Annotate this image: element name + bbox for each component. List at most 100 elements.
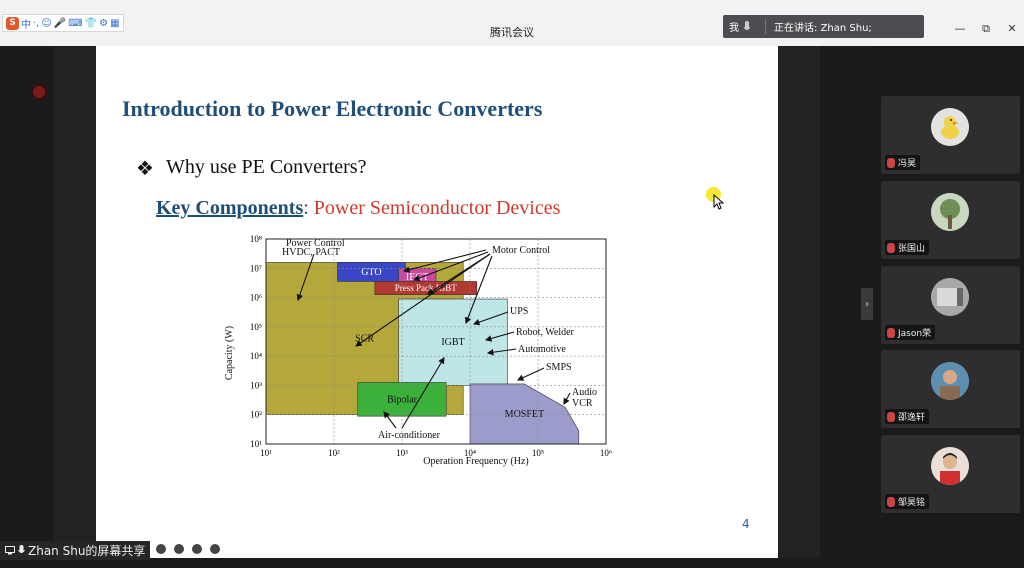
x-tick-label: 10¹ — [260, 448, 272, 458]
participant-tile[interactable]: 张国山 — [881, 181, 1020, 259]
subtitle-colon: : — [303, 197, 309, 219]
divider — [765, 19, 766, 34]
x-tick-label: 10⁵ — [532, 448, 544, 458]
region-label-press-pack-igbt: Press Pack IGBT — [395, 283, 457, 293]
ime-keyboard-icon[interactable]: ⌨ — [68, 17, 83, 29]
avatar — [931, 193, 969, 231]
screen-share-indicator[interactable]: Zhan Shu的屏幕共享 — [0, 541, 151, 560]
ime-grid-icon[interactable]: ▦ — [110, 17, 120, 29]
region-igbt — [398, 298, 508, 386]
x-tick-label: 10² — [328, 448, 340, 458]
toolbar-button-icon[interactable] — [174, 544, 184, 554]
participant-name-text: 冯昊 — [898, 159, 917, 169]
x-tick-label: 10⁶ — [600, 448, 612, 458]
collapse-panel-button[interactable]: › — [861, 288, 873, 320]
mic-muted-icon — [887, 411, 895, 422]
window-controls: — ⧉ ✕ — [954, 22, 1018, 36]
slide-bullet: ❖ Why use PE Converters? — [136, 156, 366, 181]
avatar — [931, 362, 969, 400]
annot-audio: Audio — [572, 387, 597, 398]
participant-tile[interactable]: 邹昊铭 — [881, 435, 1020, 513]
mic-muted-icon — [887, 496, 895, 507]
share-toolbar — [156, 544, 220, 554]
mic-muted-icon — [887, 327, 895, 338]
y-tick-label: 10⁸ — [250, 234, 262, 244]
minimize-button[interactable]: — — [954, 22, 966, 35]
screen-share-icon — [5, 546, 15, 555]
y-tick-label: 10² — [250, 410, 262, 420]
title-bar: S 中 ·, ☺ 🎤 ⌨ 👕 ⚙ ▦ 腾讯会议 我 正在讲话: Zhan Shu… — [0, 0, 1024, 46]
region-label-igbt: IGBT — [441, 337, 464, 348]
participant-name-text: 张国山 — [898, 244, 926, 254]
y-tick-label: 10⁴ — [250, 351, 262, 361]
ime-punct-icon[interactable]: ·, — [33, 17, 40, 29]
annot-automotive: Automotive — [518, 344, 566, 355]
presentation-slide: Introduction to Power Electronic Convert… — [96, 46, 778, 558]
y-tick-label: 10⁶ — [250, 293, 262, 303]
participant-tile[interactable]: Jason荣 — [881, 266, 1020, 344]
avatar — [931, 278, 969, 316]
photo-icon — [931, 278, 969, 316]
annotation-arrows — [296, 249, 571, 429]
restore-button[interactable]: ⧉ — [982, 22, 990, 35]
y-tick-label: 10⁵ — [250, 322, 262, 332]
y-axis-label: Capacity (W) — [224, 326, 235, 380]
duck-icon — [931, 108, 969, 146]
region-label-gto: GTO — [361, 267, 381, 278]
ime-toolbar[interactable]: S 中 ·, ☺ 🎤 ⌨ 👕 ⚙ ▦ — [2, 14, 124, 32]
page-number: 4 — [742, 517, 750, 531]
slide-subtitle: Key Components: Power Semiconductor Devi… — [156, 197, 560, 220]
ime-settings-icon[interactable]: ⚙ — [99, 17, 109, 29]
ime-chinese-mode[interactable]: 中 — [21, 19, 31, 31]
devices-label: Power Semiconductor Devices — [308, 197, 561, 219]
mouse-pointer-icon — [713, 194, 724, 210]
self-label: 我 — [729, 23, 739, 34]
screen-share-label: Zhan Shu的屏幕共享 — [28, 544, 146, 558]
chart-frame — [265, 238, 607, 445]
y-tick-label: 10⁷ — [250, 263, 262, 273]
participant-name: 张国山 — [885, 240, 930, 255]
participant-name-text: 邵逸轩 — [898, 413, 926, 423]
participant-name: 冯昊 — [885, 155, 921, 170]
toolbar-button-icon[interactable] — [192, 544, 202, 554]
ime-voice-icon[interactable]: 🎤 — [53, 17, 67, 29]
region-label-scr: SCR — [355, 334, 374, 345]
region-press-pack-igbt — [374, 281, 478, 295]
annot-hvdc: HVDC, PACT — [282, 247, 340, 258]
sogou-logo-icon: S — [6, 16, 19, 30]
annot-vcr: VCR — [572, 398, 593, 409]
participant-name: 邹昊铭 — [885, 494, 930, 509]
avatar — [931, 447, 969, 485]
toolbar-button-icon[interactable] — [210, 544, 220, 554]
ime-emoji-icon[interactable]: ☺ — [41, 17, 52, 29]
slide-title: Introduction to Power Electronic Convert… — [122, 96, 543, 121]
bullet-icon: ❖ — [136, 158, 154, 180]
close-button[interactable]: ✕ — [1007, 22, 1017, 35]
app-title: 腾讯会议 — [490, 26, 534, 39]
x-tick-label: 10³ — [396, 448, 408, 458]
y-tick-label: 10¹ — [250, 439, 262, 449]
mic-icon — [18, 545, 25, 553]
region-label-bipolar: Bipolar — [387, 394, 418, 405]
annot-robot-welder: Robot, Welder — [516, 327, 575, 338]
x-tick-label: 10⁴ — [464, 448, 476, 458]
child-photo-icon — [931, 447, 969, 485]
annot-ups: UPS — [510, 306, 528, 317]
x-axis-label: Operation Frequency (Hz) — [423, 456, 529, 467]
annot-smps: SMPS — [546, 362, 572, 373]
person-photo-icon — [931, 362, 969, 400]
participant-name-text: Jason荣 — [898, 329, 932, 339]
annot-motor-control: Motor Control — [492, 245, 550, 256]
participant-name-text: 邹昊铭 — [898, 498, 926, 508]
annot-air-conditioner: Air-conditioner — [378, 430, 441, 441]
mic-muted-icon — [887, 242, 895, 253]
mic-icon — [743, 20, 751, 30]
speaking-indicator: 我 正在讲话: Zhan Shu; — [723, 15, 924, 38]
participant-tile[interactable]: 邵逸轩 — [881, 350, 1020, 428]
speaking-text: 正在讲话: Zhan Shu; — [774, 23, 872, 34]
participant-tile[interactable]: 冯昊 — [881, 96, 1020, 174]
self-audio[interactable]: 我 — [723, 19, 765, 34]
toolbar-button-icon[interactable] — [156, 544, 166, 554]
ime-skin-icon[interactable]: 👕 — [84, 17, 98, 29]
